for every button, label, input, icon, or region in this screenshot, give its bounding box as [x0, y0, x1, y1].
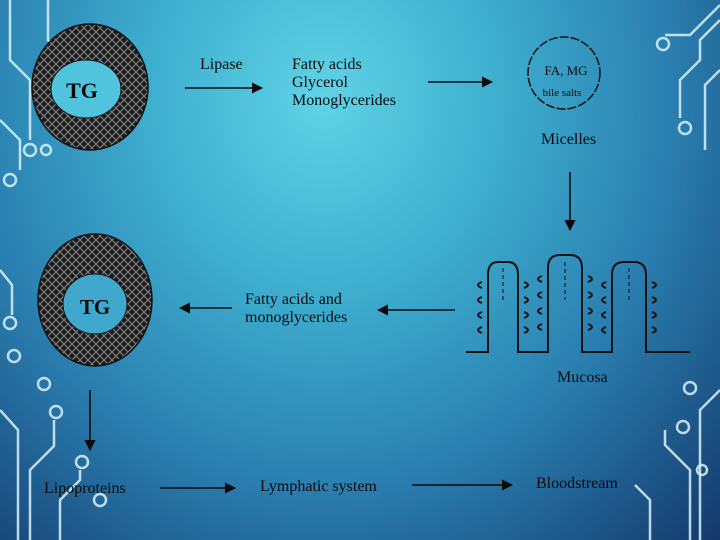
tg-top-label: TG	[66, 78, 98, 103]
tg-bottom-label: TG	[80, 295, 110, 319]
products-top-line-1: Fatty acids	[292, 56, 362, 73]
tg-globule-top: TG	[31, 23, 149, 151]
products-mid-line-1: Fatty acids and	[245, 291, 342, 308]
tg-globule-bottom: TG	[37, 233, 153, 367]
bloodstream-label: Bloodstream	[536, 475, 618, 492]
micelles-label: Micelles	[541, 131, 597, 148]
micelle: FA, MG bile salts	[527, 36, 601, 110]
lipase-label: Lipase	[200, 56, 243, 73]
lymphatic-label: Lymphatic system	[260, 478, 377, 495]
mucosa-villi	[466, 254, 690, 353]
mucosa-label: Mucosa	[557, 369, 608, 386]
products-top-line-3: Monoglycerides	[292, 92, 396, 109]
lipoproteins-label: Lipoproteins	[44, 480, 126, 497]
products-mid: Fatty acids and monoglycerides	[245, 291, 347, 327]
micelle-line-1: FA, MG	[544, 63, 587, 78]
products-mid-line-2: monoglycerides	[245, 309, 348, 326]
flow-arrows	[84, 76, 576, 494]
products-top-line-2: Glycerol	[292, 74, 348, 91]
micelle-line-2: bile salts	[543, 87, 582, 99]
products-top: Fatty acids Glycerol Monoglycerides	[292, 56, 396, 110]
